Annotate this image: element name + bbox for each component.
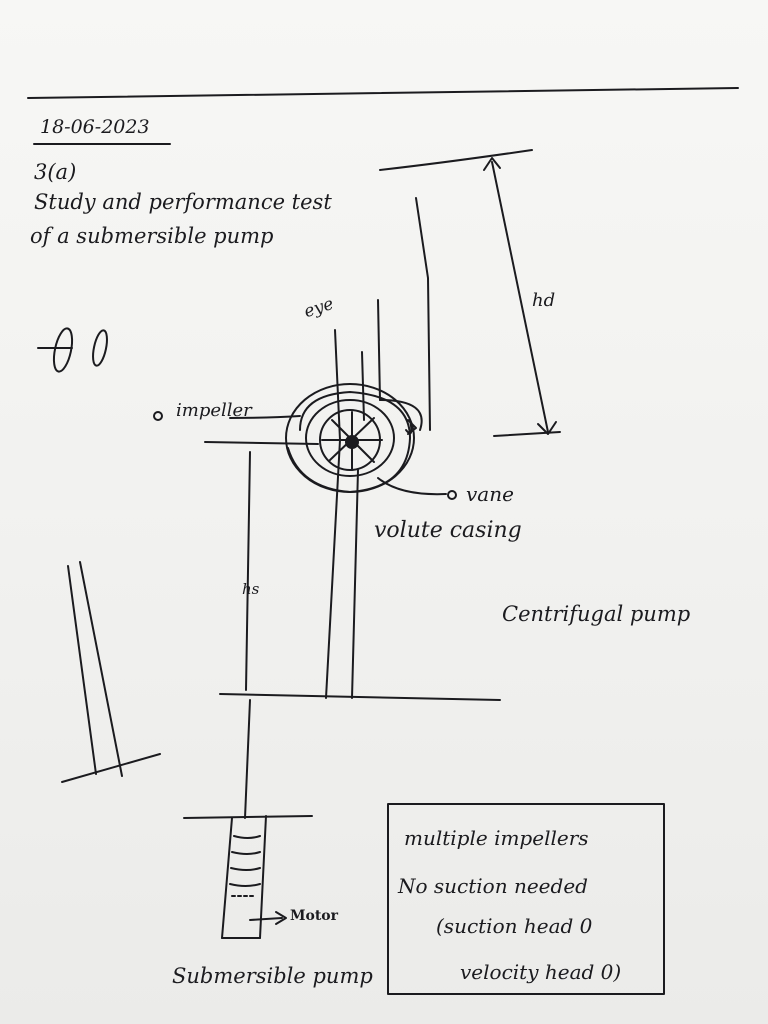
submersible-pump [183,699,313,939]
section-number: 3(a) [34,160,77,184]
volute-casing [285,383,423,493]
impeller-vanes [319,409,383,471]
left-pipes [61,561,161,783]
notes-line-2: No suction needed [398,874,588,898]
notes-line-1: multiple impellers [404,826,589,850]
delivery-head-bracket [379,149,561,437]
title-line-2: of a submersible pump [30,224,274,248]
motor-label: Motor [290,908,339,924]
submersible-caption: Submersible pump [172,964,373,988]
impeller-bullet [153,411,163,421]
vane-leader [377,477,447,496]
date-text: 18-06-2023 [40,116,150,138]
vane-bullet [447,490,457,500]
notes-box [387,803,665,995]
notes-line-3: (suction head 0 [436,914,593,938]
impeller-leader [229,415,301,419]
centrifugal-caption: Centrifugal pump [502,602,691,626]
suction-pipe [325,299,381,699]
volute-casing-label: volute casing [374,518,522,543]
title-line-1: Study and performance test [34,190,332,214]
suction-head-line [245,451,251,691]
hs-label: hs [242,580,260,598]
suction-horizontal [204,441,319,445]
impeller-label: impeller [176,400,252,421]
delivery-pipe [405,197,431,435]
vane-label: vane [466,482,514,506]
notes-line-4: velocity head 0) [460,960,622,984]
margin-marks [37,327,108,373]
hd-label: hd [532,290,556,311]
top-rule [27,87,739,99]
sump-line [219,693,501,701]
